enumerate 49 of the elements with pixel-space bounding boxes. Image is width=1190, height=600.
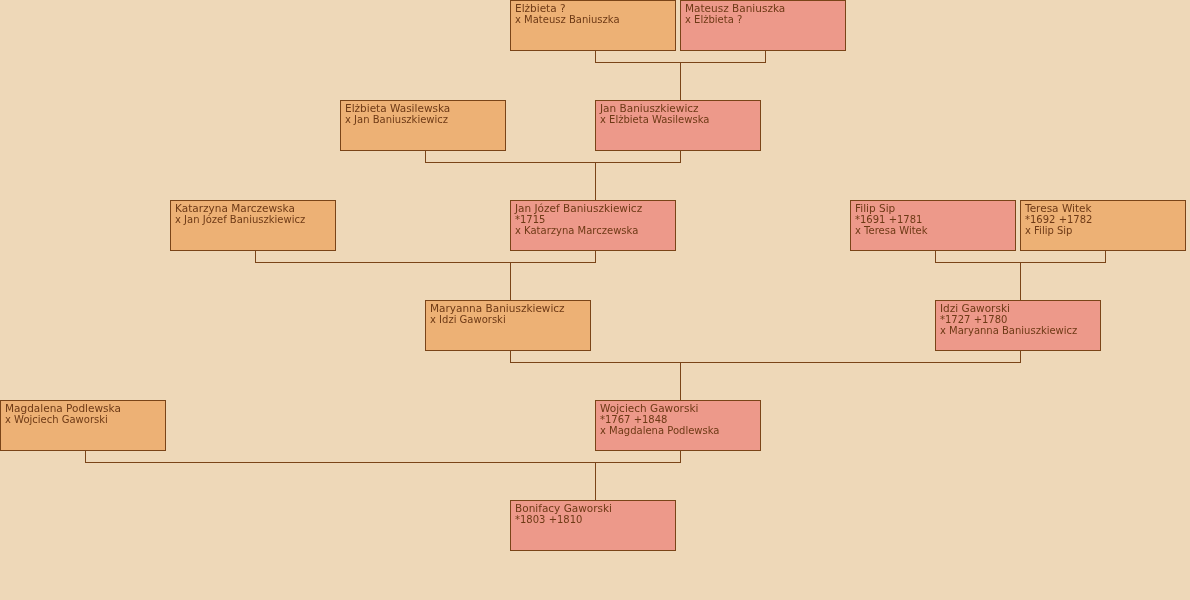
person-name: Jan Baniuszkiewicz	[600, 103, 699, 114]
person-name: Magdalena Podlewska	[5, 403, 121, 414]
person-details: *1767 +1848	[600, 414, 668, 425]
person-box	[510, 500, 676, 551]
person-box	[935, 300, 1101, 351]
person-box	[595, 400, 761, 451]
person-name: Katarzyna Marczewska	[175, 203, 295, 214]
person-details: x Elżbieta Wasilewska	[600, 114, 710, 125]
family-connector	[595, 450, 681, 501]
person-details: x Maryanna Baniuszkiewicz	[940, 325, 1078, 336]
person-details: *1691 +1781	[855, 214, 923, 225]
person-box	[0, 400, 166, 451]
family-connector	[510, 250, 596, 301]
person-details: *1692 +1782	[1025, 214, 1093, 225]
person-box	[170, 200, 336, 251]
person-details: x Katarzyna Marczewska	[515, 225, 639, 236]
family-connector	[680, 50, 766, 101]
person-box	[1020, 200, 1186, 251]
family-connector	[1020, 250, 1106, 301]
person-name: Elżbieta Wasilewska	[345, 103, 451, 114]
person-name: Idzi Gaworski	[940, 303, 1010, 314]
person-name: Filip Sip	[855, 203, 896, 214]
person-details: *1715	[515, 214, 546, 225]
person-details: x Mateusz Baniuszka	[515, 14, 620, 25]
person-details: x Magdalena Podlewska	[600, 425, 720, 436]
person-box	[595, 100, 761, 151]
person-box	[850, 200, 1016, 251]
person-details: x Wojciech Gaworski	[5, 414, 108, 425]
person-name: Maryanna Baniuszkiewicz	[430, 303, 565, 314]
person-name: Wojciech Gaworski	[600, 403, 699, 414]
person-box	[510, 0, 676, 51]
person-name: Teresa Witek	[1025, 203, 1092, 214]
person-details: x Elżbieta ?	[685, 14, 743, 25]
family-connector	[595, 150, 681, 201]
person-name: Bonifacy Gaworski	[515, 503, 613, 514]
person-box	[510, 200, 676, 251]
person-details: x Idzi Gaworski	[430, 314, 506, 325]
person-details: *1727 +1780	[940, 314, 1008, 325]
person-details: x Jan Józef Baniuszkiewicz	[175, 214, 306, 225]
person-details: x Teresa Witek	[855, 225, 928, 236]
person-name: Jan Józef Baniuszkiewicz	[515, 203, 643, 214]
person-name: Mateusz Baniuszka	[685, 3, 786, 14]
person-details: *1803 +1810	[515, 514, 583, 525]
person-details: x Filip Sip	[1025, 225, 1073, 236]
person-box	[425, 300, 591, 351]
person-box	[680, 0, 846, 51]
person-name: Elżbieta ?	[515, 3, 566, 14]
person-box	[340, 100, 506, 151]
person-details: x Jan Baniuszkiewicz	[345, 114, 449, 125]
